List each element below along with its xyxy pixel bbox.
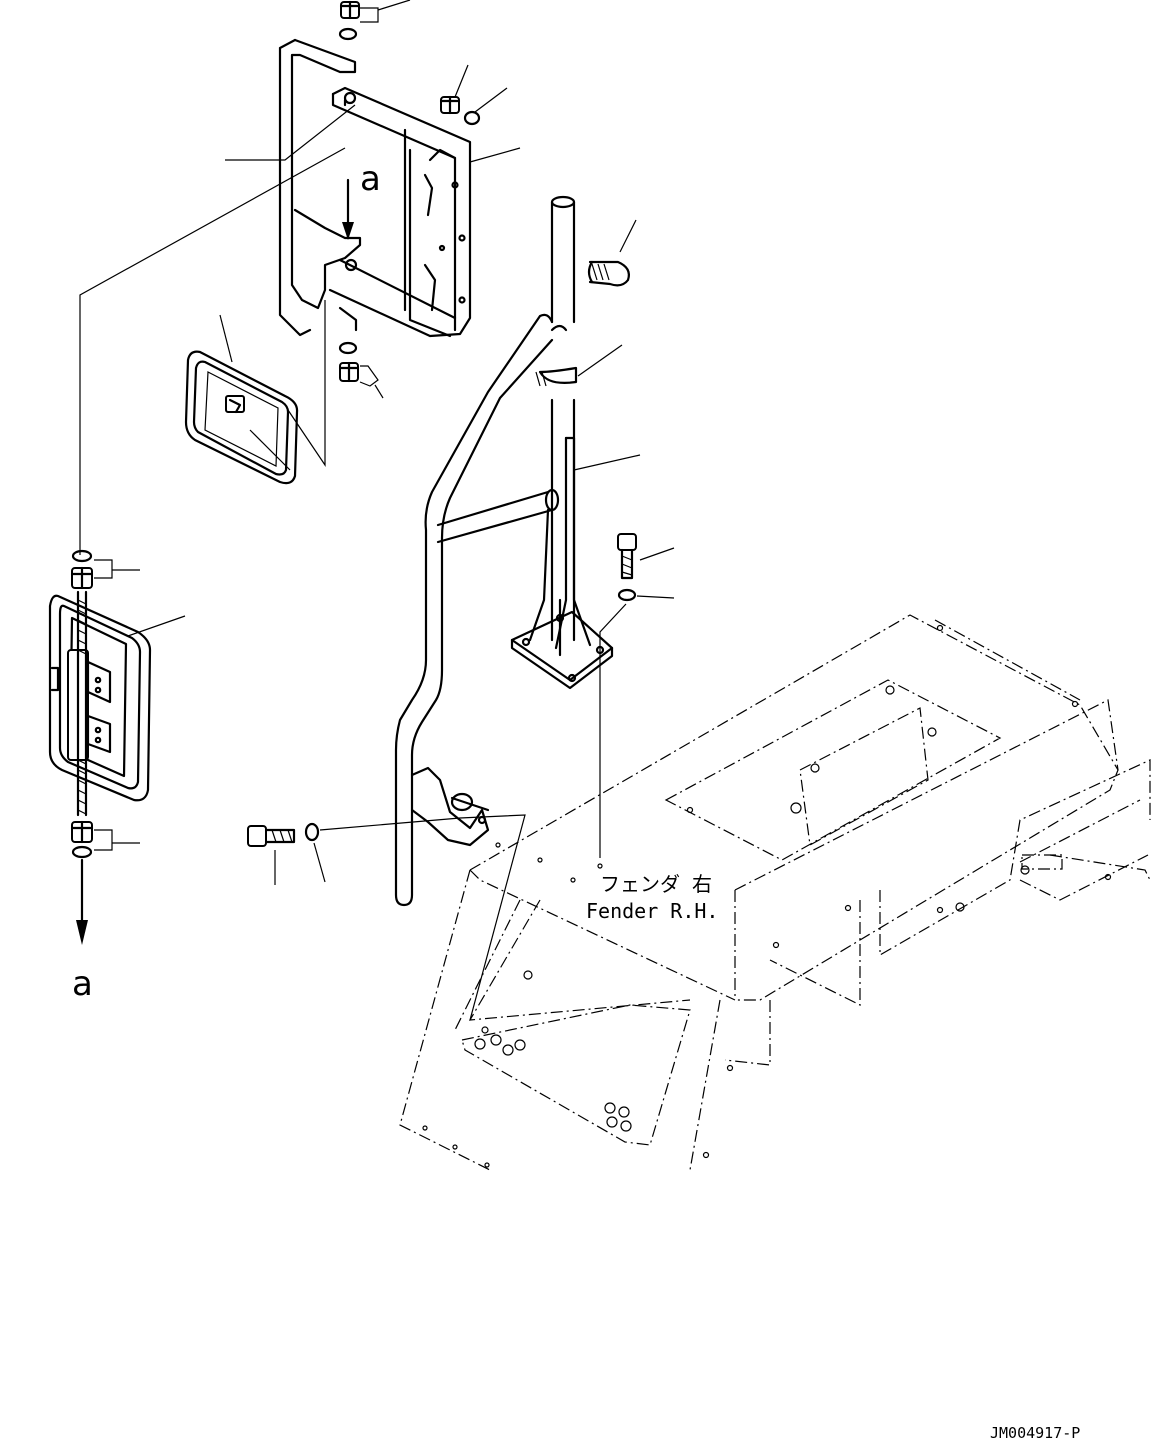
reference-arrow-a-top: a xyxy=(342,159,381,240)
fender-label-jp: フェンダ 右 xyxy=(600,872,712,896)
ref-a-top-label: a xyxy=(360,159,381,199)
bolt-washer-right xyxy=(599,533,675,858)
mirror-stay xyxy=(394,195,641,907)
mirror-bracket xyxy=(225,38,521,338)
mirror-front xyxy=(184,300,326,485)
u-bolt xyxy=(587,219,637,287)
top-nut xyxy=(338,0,411,41)
drawing-number: JM004917-P xyxy=(990,1424,1080,1442)
fender-label-en: Fender R.H. xyxy=(586,899,718,923)
nut-washer-upper xyxy=(439,64,508,126)
rear-mirror-assembly: a xyxy=(48,549,186,1004)
leader-a xyxy=(79,147,346,555)
ref-a-bottom-label: a xyxy=(72,964,93,1004)
fender-outline xyxy=(399,614,1151,1171)
bolt-washer-bottom xyxy=(247,817,461,885)
bracket-lower-nut xyxy=(338,306,384,399)
